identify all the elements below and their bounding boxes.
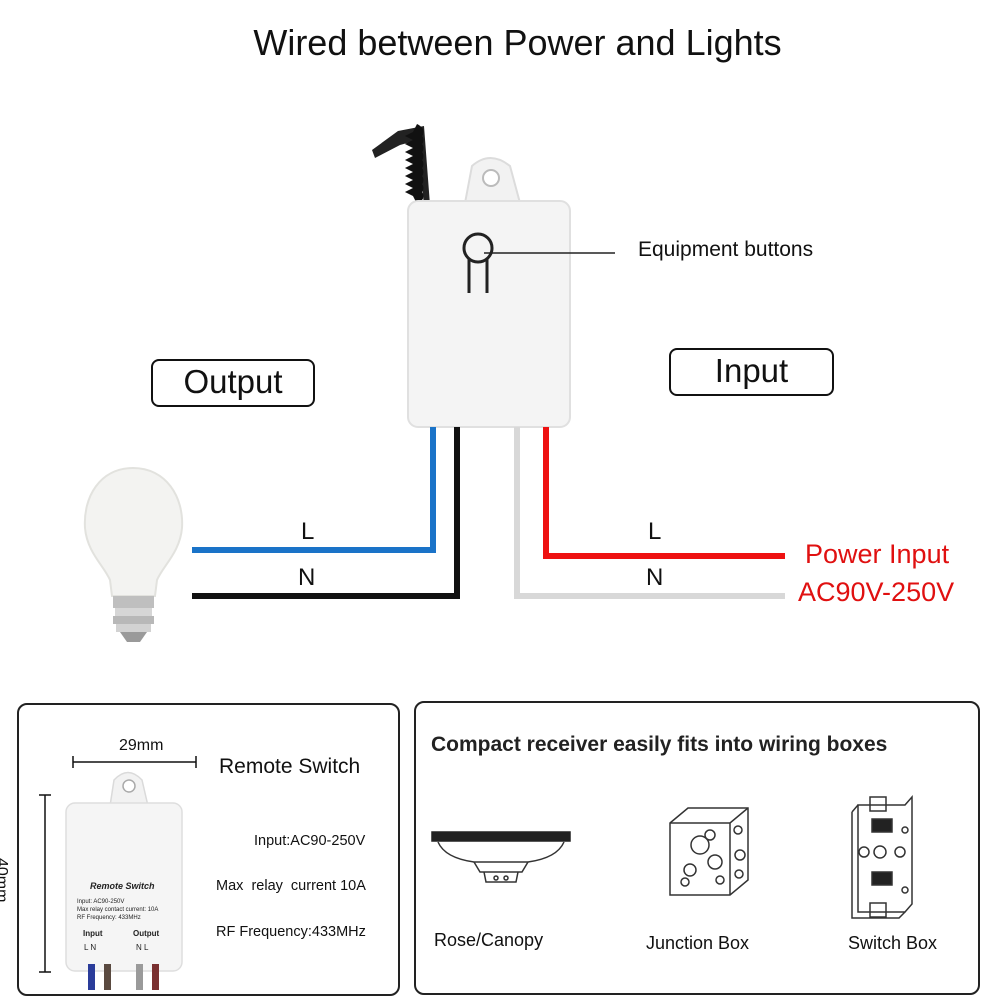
width-dimension-label: 29mm bbox=[119, 737, 164, 754]
switch-box-icon bbox=[851, 795, 913, 919]
device-print-input-terms: L N bbox=[84, 943, 96, 952]
wiring-boxes-title: Compact receiver easily fits into wiring… bbox=[431, 733, 888, 756]
device-print-line1: Input: AC90-250V bbox=[77, 899, 124, 905]
diagram-title: Wired between Power and Lights bbox=[253, 22, 782, 63]
wiring-boxes-panel bbox=[414, 701, 980, 995]
output-neutral-wire bbox=[192, 427, 460, 599]
device-print-input: Input bbox=[83, 929, 103, 938]
switch-box-label: Switch Box bbox=[848, 933, 938, 953]
rose-canopy-icon bbox=[431, 831, 571, 883]
device-print-output: Output bbox=[133, 929, 160, 938]
junction-box-label: Junction Box bbox=[646, 933, 750, 953]
light-bulb-icon bbox=[83, 466, 184, 642]
input-neutral-label: N bbox=[646, 564, 664, 591]
input-live-wire bbox=[543, 427, 785, 559]
device-print-name: Remote Switch bbox=[90, 881, 155, 891]
power-input-label: Power Input bbox=[805, 539, 950, 569]
input-neutral-wire bbox=[514, 427, 785, 599]
spec-relay-current: Max relay current 10A bbox=[216, 878, 366, 894]
device-print-line3: RF Frequency: 433MHz bbox=[77, 915, 141, 921]
junction-box-icon bbox=[669, 807, 749, 896]
input-tag: Input bbox=[669, 348, 834, 396]
spec-rf-frequency: RF Frequency:433MHz bbox=[216, 924, 366, 940]
equipment-buttons-label: Equipment buttons bbox=[638, 238, 814, 261]
output-neutral-label: N bbox=[298, 564, 316, 591]
rose-canopy-label: Rose/Canopy bbox=[434, 930, 544, 950]
device-print-line2: Max relay contact current: 10A bbox=[77, 907, 158, 913]
equipment-button-icon bbox=[462, 232, 494, 293]
output-tag: Output bbox=[151, 359, 315, 407]
power-voltage-label: AC90V-250V bbox=[798, 577, 955, 607]
antenna-icon bbox=[372, 123, 430, 206]
input-live-label: L bbox=[648, 518, 662, 545]
output-live-label: L bbox=[301, 518, 315, 545]
device-print-output-terms: N L bbox=[136, 943, 149, 952]
spec-input: Input:AC90-250V bbox=[254, 833, 366, 849]
remote-switch-title: Remote Switch bbox=[219, 755, 361, 778]
remote-switch-device bbox=[65, 771, 183, 990]
receiver-device bbox=[407, 157, 571, 428]
output-live-wire bbox=[192, 427, 436, 553]
